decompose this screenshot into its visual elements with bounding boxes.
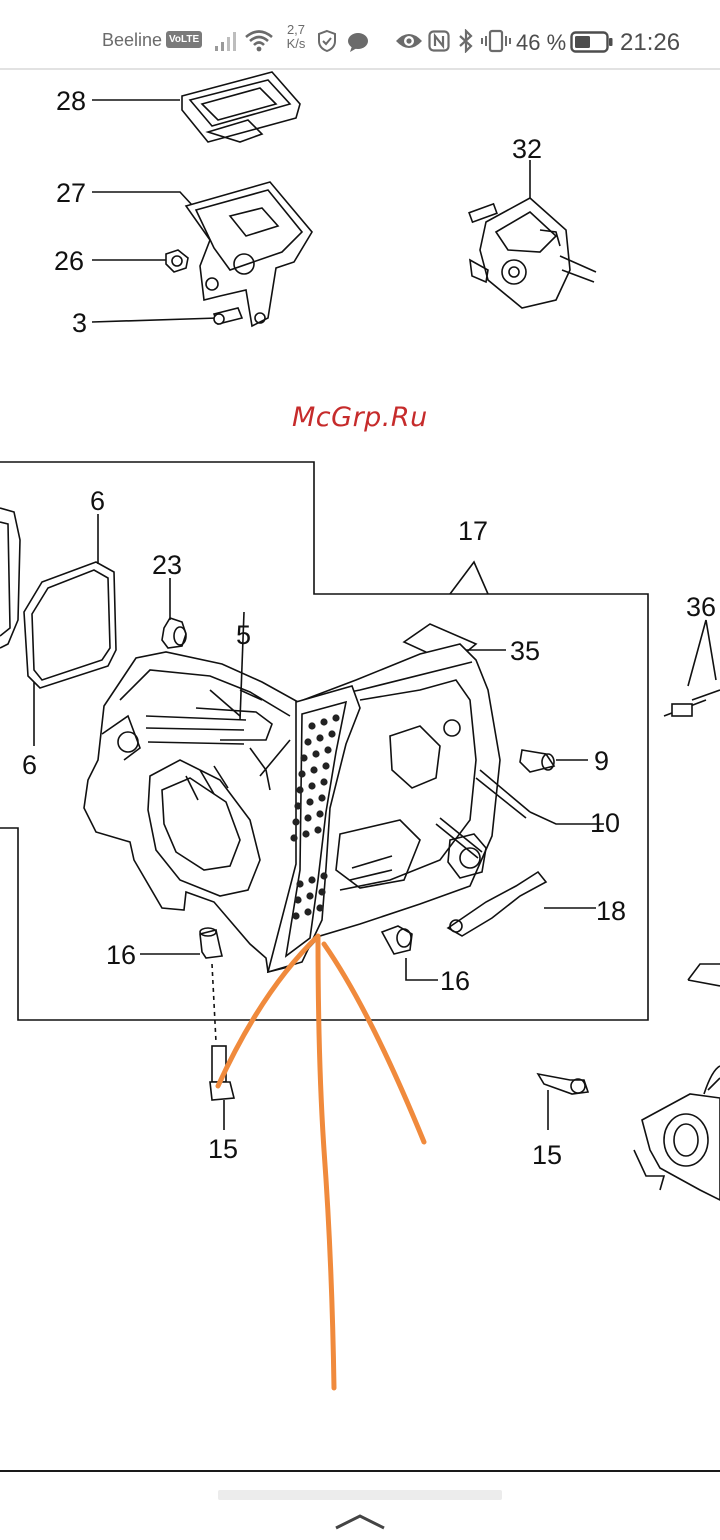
- hand-drawn-annotation: [215, 933, 427, 1391]
- part-label-16-left: 16: [106, 940, 136, 970]
- chat-icon: [348, 33, 368, 52]
- part-3-screw: [212, 307, 244, 325]
- part-36-screws: [663, 619, 720, 717]
- part-16-bushing-right: [380, 925, 438, 981]
- part-label-15-right: 15: [532, 1140, 562, 1170]
- part-label-36: 36: [686, 592, 716, 622]
- volte-badge: VoLTE: [166, 31, 203, 48]
- part-23-grommet: [161, 578, 187, 649]
- part-32-carburetor: [468, 197, 597, 309]
- part-6-gasket: [23, 514, 117, 746]
- part-label-35: 35: [510, 636, 540, 666]
- part-label-10: 10: [590, 808, 620, 838]
- chevron-up-icon[interactable]: [332, 1512, 388, 1532]
- part-10-stud: [435, 769, 604, 859]
- part-27-bracket: [184, 181, 313, 328]
- part-15-bolt-right: [536, 1072, 590, 1130]
- part-17-crankcase: [83, 611, 501, 973]
- network-speed: 2,7 K/s: [281, 23, 311, 51]
- part-label-18: 18: [596, 896, 626, 926]
- bluetooth-icon: [459, 29, 473, 53]
- part-number-labels: 28 27 26 3 32 6 6 23 5 17 35 36 9 10 18 …: [22, 86, 716, 1170]
- part-26-nut: [165, 249, 189, 273]
- part-label-16-right: 16: [440, 966, 470, 996]
- parts-diagram: 28 27 26 3 32 6 6 23 5 17 35 36 9 10 18 …: [0, 71, 720, 1391]
- part-label-17: 17: [458, 516, 488, 546]
- speed-unit: K/s: [286, 36, 306, 51]
- part-label-6-bottom: 6: [22, 750, 37, 780]
- eye-icon: [396, 34, 422, 48]
- battery-icon: [570, 31, 613, 53]
- carrier-name: Beeline: [102, 30, 163, 50]
- navigation-bar: [0, 1472, 720, 1540]
- part-label-23: 23: [152, 550, 182, 580]
- battery-percent: 46 %: [516, 30, 567, 55]
- status-bar: Beeline VoLTE 2,7 K/s 46 %: [0, 0, 720, 70]
- part-label-9: 9: [594, 746, 609, 776]
- shield-icon: [318, 29, 336, 53]
- watermark: McGrp.Ru: [292, 402, 428, 433]
- bottom-handle[interactable]: [218, 1490, 502, 1500]
- part-label-27: 27: [56, 178, 86, 208]
- part-9-sleeve: [519, 749, 588, 773]
- part-18-adjuster: [446, 870, 596, 937]
- part-label-26: 26: [54, 246, 84, 276]
- part-label-32: 32: [512, 134, 542, 164]
- part-16-bushing-left: [140, 927, 223, 1043]
- divider: [0, 1470, 720, 1472]
- speed-value: 2,7: [286, 22, 306, 37]
- part-label-28: 28: [56, 86, 86, 116]
- vibrate-icon: [481, 29, 511, 53]
- part-label-5: 5: [236, 620, 251, 650]
- wifi-icon: [245, 30, 273, 52]
- part-label-6-top: 6: [90, 486, 105, 516]
- part-label-15-left: 15: [208, 1134, 238, 1164]
- part-28-gasket: [181, 71, 301, 143]
- status-time: 21:26: [620, 29, 681, 56]
- signal-icon: [215, 32, 236, 51]
- nfc-icon: [428, 30, 450, 52]
- part-label-3: 3: [72, 308, 87, 338]
- grille-dots: [290, 714, 340, 920]
